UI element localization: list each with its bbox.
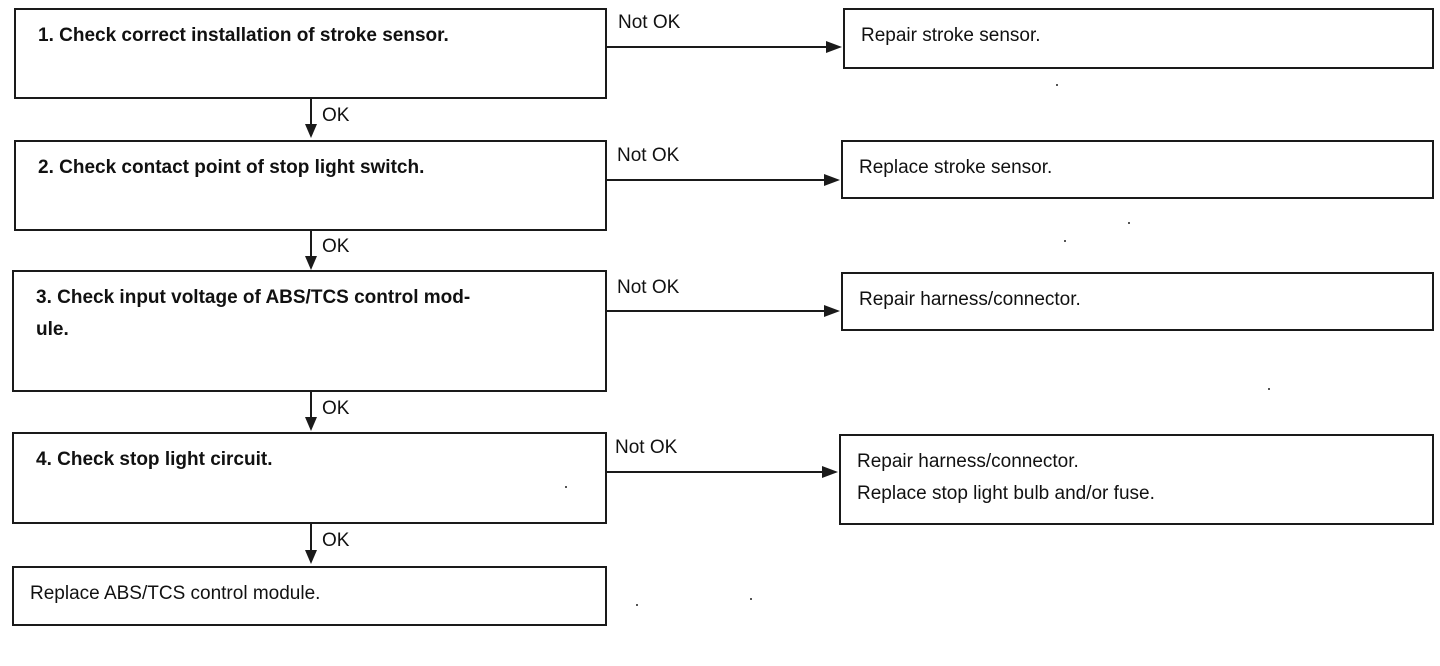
not-ok-label-2: Not OK <box>617 145 680 166</box>
not-ok-arrow-4 <box>606 466 838 478</box>
action-4-text-line-1: Repair harness/connector. <box>857 451 1079 472</box>
final-box: Replace ABS/TCS control module. <box>12 566 607 626</box>
not-ok-label-3: Not OK <box>617 277 680 298</box>
action-box-4: Repair harness/connector. Replace stop l… <box>839 434 1434 525</box>
action-3-text: Repair harness/connector. <box>859 289 1081 310</box>
ok-label-1: OK <box>322 105 350 126</box>
ok-arrow-2 <box>305 230 317 270</box>
action-box-1: Repair stroke sensor. <box>843 8 1434 69</box>
not-ok-arrow-3 <box>606 305 840 317</box>
step-1-text: 1. Check correct installation of stroke … <box>38 25 449 46</box>
ok-arrow-1 <box>305 98 317 138</box>
scan-speck <box>750 598 752 600</box>
ok-arrow-3 <box>305 391 317 431</box>
step-box-2: 2. Check contact point of stop light swi… <box>14 140 607 231</box>
scan-speck <box>1056 84 1058 86</box>
action-2-text: Replace stroke sensor. <box>859 157 1053 178</box>
step-2-text: 2. Check contact point of stop light swi… <box>38 157 425 178</box>
not-ok-label-1: Not OK <box>618 12 681 33</box>
scan-speck <box>1268 388 1270 390</box>
step-4-text: 4. Check stop light circuit. <box>36 449 273 470</box>
scan-speck <box>565 486 567 488</box>
action-box-2: Replace stroke sensor. <box>841 140 1434 199</box>
not-ok-arrow-1 <box>606 41 842 53</box>
step-3-text: 3. Check input voltage of ABS/TCS contro… <box>36 287 471 340</box>
ok-label-3: OK <box>322 398 350 419</box>
final-text: Replace ABS/TCS control module. <box>30 583 321 604</box>
not-ok-label-4: Not OK <box>615 437 678 458</box>
ok-arrow-4 <box>305 523 317 564</box>
scan-speck <box>1064 240 1066 242</box>
not-ok-arrow-2 <box>606 174 840 186</box>
scan-speck <box>636 604 638 606</box>
step-box-3: 3. Check input voltage of ABS/TCS contro… <box>12 270 607 392</box>
step-box-1: 1. Check correct installation of stroke … <box>14 8 607 99</box>
ok-label-2: OK <box>322 236 350 257</box>
ok-label-4: OK <box>322 530 350 551</box>
step-box-4: 4. Check stop light circuit. <box>12 432 607 524</box>
action-1-text: Repair stroke sensor. <box>861 25 1041 46</box>
scan-speck <box>1128 222 1130 224</box>
action-4-text-line-2: Replace stop light bulb and/or fuse. <box>857 483 1155 504</box>
action-box-3: Repair harness/connector. <box>841 272 1434 331</box>
